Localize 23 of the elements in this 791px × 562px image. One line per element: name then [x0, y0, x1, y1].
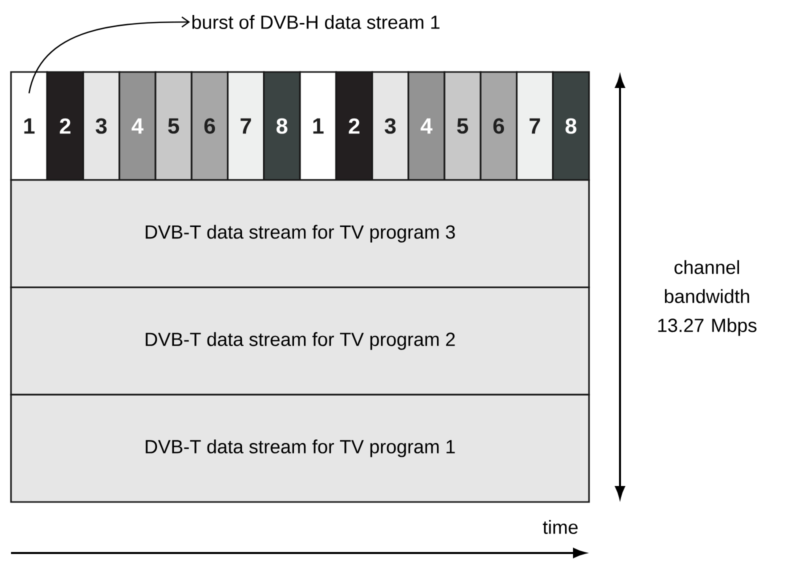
burst-box: 3: [82, 71, 120, 181]
burst-box: 8: [552, 71, 590, 181]
stream-box: DVB-T data stream for TV program 3: [10, 179, 590, 288]
burst-box: 7: [516, 71, 554, 181]
burst-box: 3: [371, 71, 410, 181]
burst-box: 2: [335, 71, 374, 181]
burst-box: 1: [299, 71, 337, 181]
burst-box: 8: [263, 71, 301, 181]
time-label: time: [542, 520, 578, 534]
burst-box: 5: [444, 71, 482, 181]
stream-box: DVB-T data stream for TV program 2: [10, 286, 590, 396]
caption-text: burst of DVB-H data stream 1: [192, 15, 440, 29]
burst-box: 6: [190, 71, 229, 181]
burst-box: 7: [226, 71, 265, 181]
burst-box: 2: [46, 71, 84, 181]
burst-box: 4: [408, 71, 446, 181]
burst-box: 4: [118, 71, 156, 181]
burst-box: 5: [154, 71, 192, 181]
burst-box: 6: [480, 71, 518, 181]
bandwidth-label: channel bandwidth 13.27 Mbps: [658, 260, 756, 336]
burst-box: 1: [10, 71, 48, 181]
stream-box: DVB-T data stream for TV program 1: [10, 394, 590, 503]
curved-arrow: [28, 16, 190, 94]
